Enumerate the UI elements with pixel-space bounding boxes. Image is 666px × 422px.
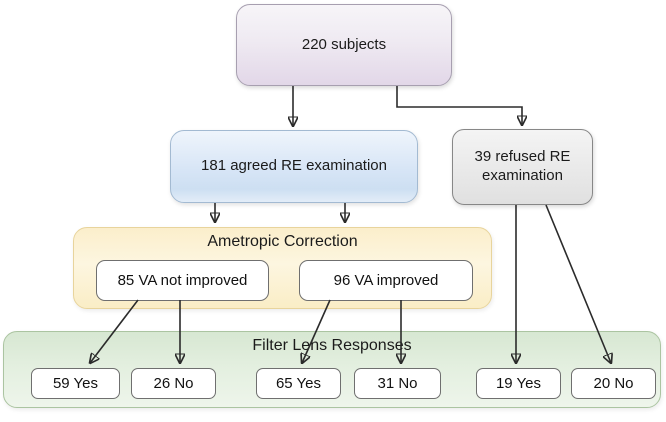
node-va-not-improved-label: 85 VA not improved [117,272,248,289]
node-agreed-label: 181 agreed RE examination [201,157,387,175]
group-filter-lens-responses: Filter Lens Responses 59 Yes 26 No 65 Ye… [3,331,661,408]
node-response-label: 26 No [153,375,194,392]
node-refused-label: 39 refused RE examination [474,148,571,184]
node-va-improved: 96 VA improved [299,260,473,301]
node-response-label: 19 Yes [495,375,542,392]
ametropic-correction-title: Ametropic Correction [207,233,358,250]
group-ametropic-correction: Ametropic Correction 85 VA not improved … [73,227,492,309]
node-va-not-improved: 85 VA not improved [96,260,269,301]
node-va-improved-label: 96 VA improved [333,272,439,289]
filter-lens-responses-title: Filter Lens Responses [252,337,412,354]
node-response-31-no: 31 No [354,368,441,399]
arrow-subjects-to-refused [396,86,522,125]
node-response-label: 59 Yes [52,375,99,392]
node-response-label: 31 No [377,375,418,392]
node-agreed-re-examination: 181 agreed RE examination [170,130,418,203]
node-response-label: 20 No [593,375,634,392]
node-response-65-yes: 65 Yes [256,368,341,399]
node-response-59-yes: 59 Yes [31,368,120,399]
node-refused-re-examination: 39 refused RE examination [452,129,593,205]
node-response-26-no: 26 No [131,368,216,399]
node-response-19-yes: 19 Yes [476,368,561,399]
node-response-label: 65 Yes [275,375,322,392]
node-response-20-no: 20 No [571,368,656,399]
node-subjects: 220 subjects [236,4,452,86]
node-subjects-label: 220 subjects [301,35,387,53]
